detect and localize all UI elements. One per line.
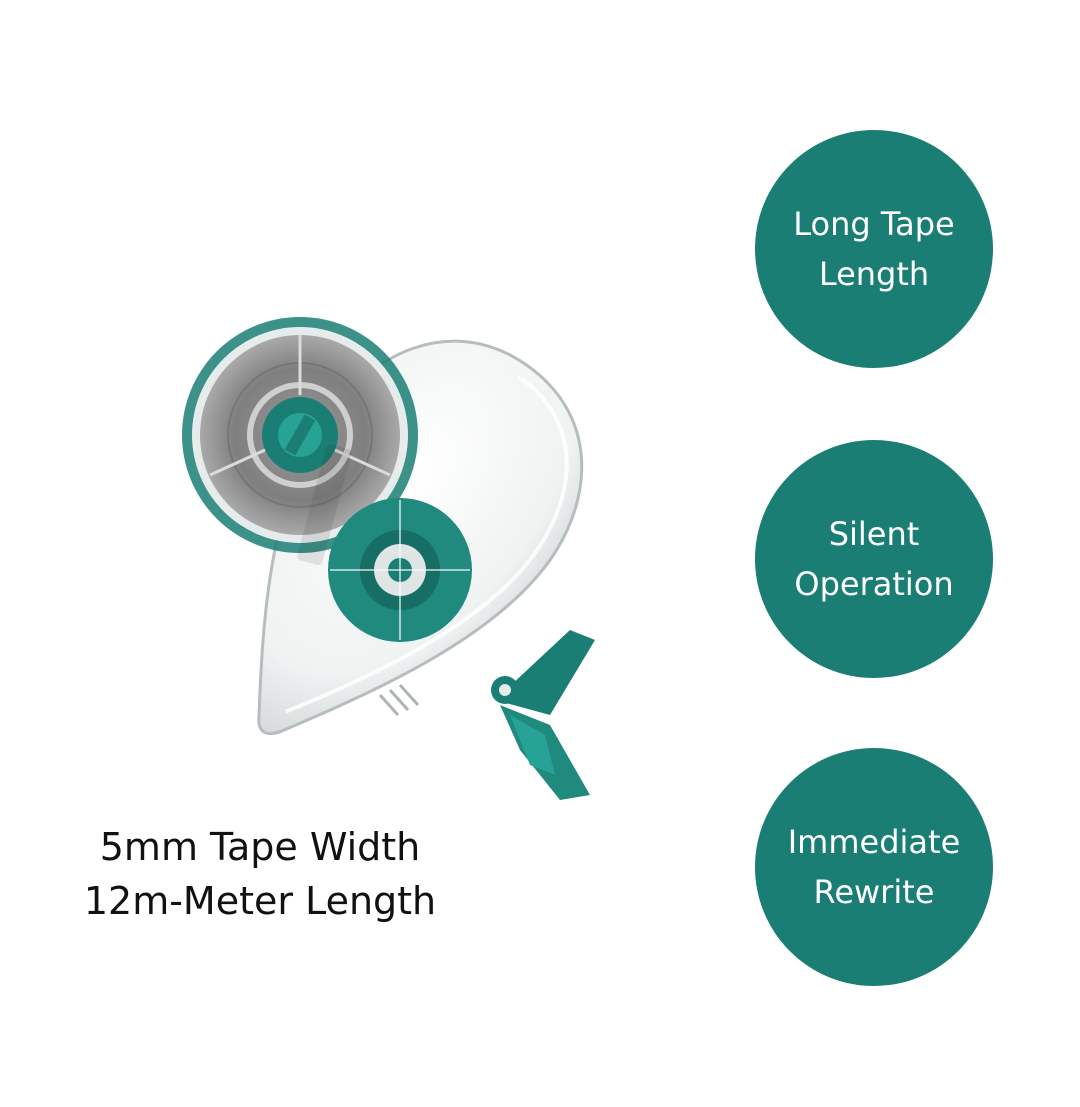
correction-tape-product-image [150,295,690,815]
feature-badge-line: Silent [828,515,920,553]
feature-badge-line: Operation [794,565,954,603]
applicator-tip-icon [491,630,595,800]
tape-length-text: 12m-Meter Length [83,879,437,923]
feature-badge-rewrite: Immediate Rewrite [755,748,993,986]
feature-badge-long-tape: Long Tape Length [755,130,993,368]
take-up-gear-icon [328,498,472,642]
feature-badge-line: Rewrite [813,873,935,911]
feature-badge-line: Length [818,255,930,293]
product-specs: 5mm Tape Width 12m-Meter Length [60,820,460,928]
feature-badge-line: Immediate [787,823,961,861]
feature-badge-silent: Silent Operation [755,440,993,678]
feature-badge-line: Long Tape [793,205,955,243]
tape-reel-icon [182,317,418,553]
tape-width-text: 5mm Tape Width [99,825,421,869]
